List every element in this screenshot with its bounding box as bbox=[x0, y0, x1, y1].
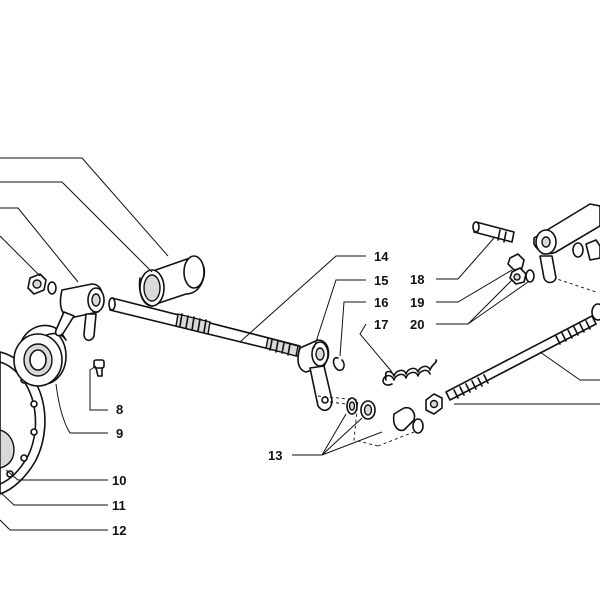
lever-nuts bbox=[507, 253, 535, 285]
circlip bbox=[332, 356, 345, 372]
assembly-line-right bbox=[377, 431, 415, 447]
callout-9: 9 bbox=[116, 426, 123, 441]
threaded-rod bbox=[425, 315, 597, 415]
callout-11: 11 bbox=[112, 498, 126, 513]
callout-19: 19 bbox=[410, 295, 424, 310]
callout-14: 14 bbox=[374, 249, 389, 264]
callout-15: 15 bbox=[374, 273, 388, 288]
callout-16: 16 bbox=[374, 295, 388, 310]
clutch-housing bbox=[0, 351, 46, 495]
release-fork bbox=[54, 283, 105, 342]
bushings bbox=[346, 397, 424, 434]
fork-nut bbox=[27, 273, 57, 295]
callout-labels: 8 9 10 11 12 13 14 15 16 17 18 19 20 bbox=[112, 249, 424, 538]
guide-sleeve bbox=[138, 255, 206, 307]
pedal-lever bbox=[533, 203, 600, 321]
release-shaft bbox=[108, 297, 301, 357]
assembly-line-left bbox=[317, 395, 379, 447]
return-spring bbox=[382, 359, 438, 386]
callout-12: 12 bbox=[112, 523, 126, 538]
release-lever bbox=[297, 339, 333, 412]
assembly-line-short bbox=[329, 401, 347, 405]
callout-8: 8 bbox=[116, 402, 123, 417]
leader-lines bbox=[0, 157, 600, 531]
pin bbox=[93, 359, 105, 377]
callout-17: 17 bbox=[374, 317, 388, 332]
callout-10: 10 bbox=[112, 473, 126, 488]
release-bearing bbox=[13, 324, 67, 387]
callout-18: 18 bbox=[410, 272, 424, 287]
callout-13: 13 bbox=[268, 448, 282, 463]
callout-20: 20 bbox=[410, 317, 424, 332]
lever-pin bbox=[472, 221, 515, 243]
